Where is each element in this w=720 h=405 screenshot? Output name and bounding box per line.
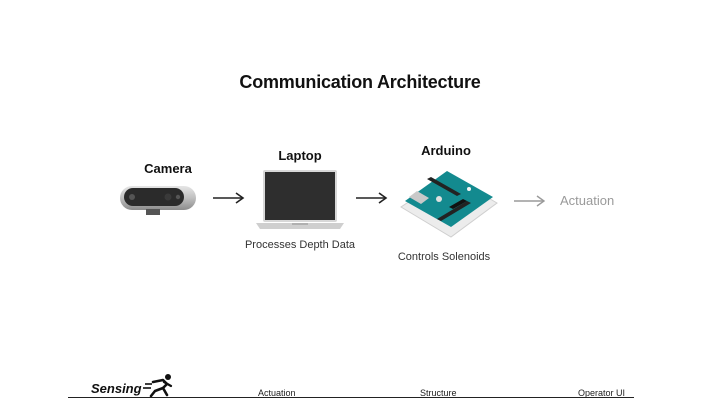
runner-icon	[143, 374, 173, 397]
arduino-board-icon	[400, 171, 498, 238]
arrow-right-icon	[213, 192, 245, 204]
laptop-icon	[256, 170, 344, 229]
arrow-right-icon	[356, 192, 388, 204]
footer-section-operator-ui[interactable]: Operator UI	[578, 388, 626, 398]
footer-section-sensing[interactable]: Sensing	[91, 381, 142, 396]
arduino-label: Arduino	[421, 143, 471, 158]
laptop-caption: Processes Depth Data	[244, 239, 356, 251]
page-title: Communication Architecture	[239, 72, 481, 92]
arrow-right-icon	[514, 195, 546, 207]
arduino-caption: Controls Solenoids	[397, 251, 491, 263]
footer-section-structure[interactable]: Structure	[420, 388, 457, 398]
actuation-label: Actuation	[560, 193, 615, 208]
laptop-label: Laptop	[278, 148, 322, 163]
footer-section-actuation[interactable]: Actuation	[258, 388, 296, 398]
camera-label: Camera	[144, 161, 192, 176]
footer-divider	[68, 397, 634, 398]
depth-camera-icon	[120, 186, 196, 215]
